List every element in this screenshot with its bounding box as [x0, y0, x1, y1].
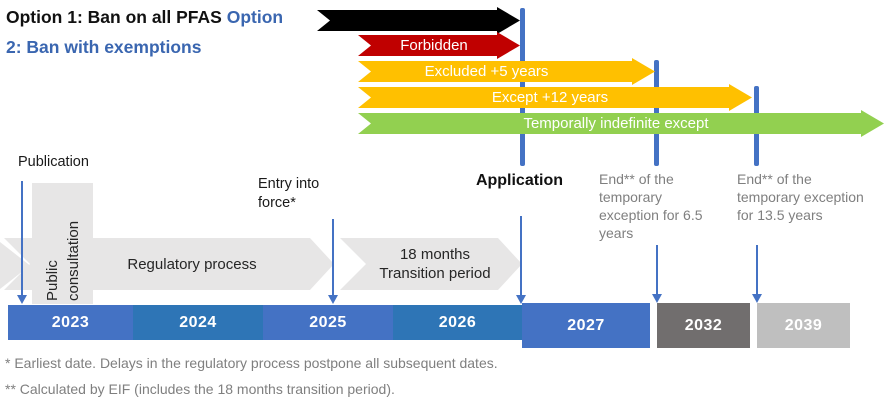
- option1-title: Option 1: Ban on all PFAS: [6, 7, 222, 27]
- bar-label: Temporally indefinite except: [523, 115, 709, 132]
- timeline-year-2027: 2027: [522, 303, 650, 348]
- transition-label-line2: Transition period: [379, 265, 491, 282]
- timeline-year-2026: 2026: [393, 305, 522, 340]
- entry-into-force-arrow-head-icon: [328, 295, 338, 304]
- bar-label: Except +12 years: [491, 89, 609, 106]
- end-6-5-arrow-head-icon: [652, 294, 662, 303]
- entry-into-force-label: Entry into force*: [258, 175, 319, 213]
- bar-except-12-years: Except +12 years: [358, 84, 752, 111]
- entry-line2: force*: [258, 195, 296, 211]
- arrow-head-icon: [497, 7, 520, 34]
- timeline-year-2023: 2023: [8, 305, 133, 340]
- bar-option1-ban-all: [317, 7, 520, 34]
- diagram-title: Option 1: Ban on all PFAS Option 2: Ban …: [6, 2, 283, 62]
- publication-label: Publication: [18, 154, 89, 170]
- bar-label: Forbidden: [400, 37, 468, 54]
- bar-body: [358, 61, 633, 82]
- timeline-year-2032: 2032: [657, 303, 750, 348]
- public-consultation-box: [32, 183, 93, 304]
- bar-temporally-indefinite: Temporally indefinite except: [358, 110, 884, 137]
- public-consultation-label: Public consultation: [32, 183, 94, 303]
- end-6-5-label: End** of the temporary exception for 6.5…: [599, 171, 703, 241]
- transition-label-line1: 18 months: [399, 246, 471, 263]
- bar-excluded-5-years: Excluded +5 years: [358, 58, 655, 85]
- arrow-head-icon: [497, 32, 520, 59]
- arrow-head-icon: [632, 58, 655, 85]
- end-13-5-arrow-line: [756, 245, 758, 294]
- option2-title-end: 2: Ban with exemptions: [6, 37, 202, 57]
- entry-line1: Entry into: [258, 176, 320, 192]
- end-13-5-arrow-head-icon: [752, 294, 762, 303]
- regulatory-process-label: Regulatory process: [127, 255, 257, 273]
- bar-body: [358, 87, 730, 108]
- option2-title-start: Option: [226, 7, 284, 27]
- timeline-year-2024: 2024: [133, 305, 263, 340]
- bar-label: Excluded +5 years: [424, 63, 549, 80]
- application-arrow-line: [520, 216, 522, 295]
- publication-arrow-line: [21, 181, 23, 295]
- consultation-line2: consultation: [65, 220, 82, 301]
- timeline-year-2025: 2025: [263, 305, 393, 340]
- end-6-5-arrow-line: [656, 245, 658, 294]
- consultation-line1: Public: [44, 260, 61, 301]
- application-arrow-head-icon: [516, 295, 526, 304]
- entry-into-force-arrow-line: [332, 219, 334, 295]
- footnote-eif: ** Calculated by EIF (includes the 18 mo…: [5, 381, 395, 397]
- application-label: Application: [475, 172, 564, 189]
- bar-body: [358, 113, 862, 134]
- publication-arrow-head-icon: [17, 295, 27, 304]
- end-13-5-label: End** of the temporary exception for 13.…: [737, 171, 864, 223]
- timeline-bar: 2023 2024 2025 2026: [8, 305, 522, 340]
- bar-body: [317, 10, 498, 31]
- arrow-head-icon: [729, 84, 752, 111]
- arrow-head-icon: [861, 110, 884, 137]
- transition-period-chevron: 18 months Transition period: [340, 238, 522, 290]
- timeline-year-2039: 2039: [757, 303, 850, 348]
- bar-forbidden: Forbidden: [358, 32, 520, 59]
- title-line-1: Option 1: Ban on all PFAS Option: [6, 2, 283, 32]
- bar-body: [358, 35, 498, 56]
- footnote-earliest-date: * Earliest date. Delays in the regulator…: [5, 355, 498, 371]
